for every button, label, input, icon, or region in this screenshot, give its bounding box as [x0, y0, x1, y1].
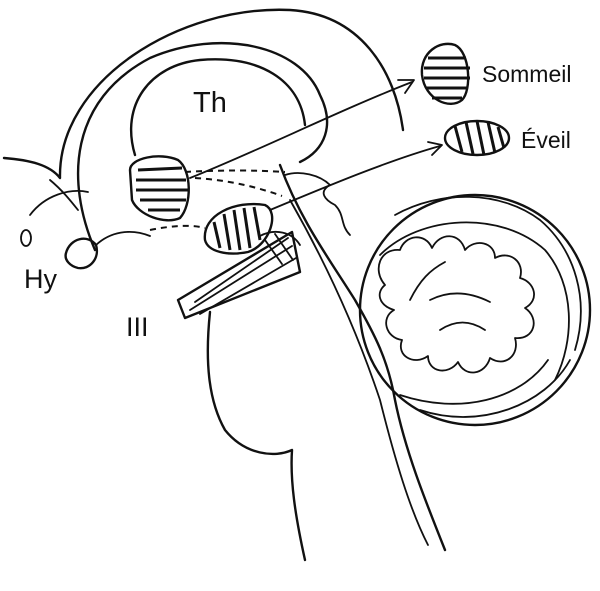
frontal-stroke-2 [49, 179, 79, 211]
label-oculomotor: III [126, 312, 149, 342]
thalamus-arch [129, 58, 307, 157]
ventricle-curl [284, 172, 351, 236]
label-wake: Éveil [521, 127, 571, 153]
brainstem-right [278, 163, 447, 552]
small-oval [20, 229, 32, 247]
cortex-outline [2, 8, 405, 180]
dashed-tract-1 [184, 169, 286, 173]
hypothalamus-shape [64, 237, 99, 270]
oculomotor-nerve [176, 230, 302, 320]
hatched-nucleus-left [128, 155, 190, 222]
arrowhead-sleep [397, 79, 415, 94]
brainstem-inner [289, 199, 429, 546]
arrowhead-wake [427, 141, 443, 156]
label-sleep: Sommeil [482, 61, 571, 87]
hatched-nucleus-center [203, 202, 274, 255]
dashed-tract-2 [194, 177, 283, 197]
hypothalamus-stalk [95, 231, 151, 246]
inner-arch [76, 41, 329, 252]
cerebellum [358, 193, 592, 427]
sleep-center-icon [420, 42, 470, 105]
label-hypothalamus: Hy [24, 264, 57, 294]
label-thalamus: Th [193, 87, 227, 119]
arrow-to-sleep [189, 81, 413, 179]
brainstem-left [206, 310, 307, 562]
frontal-stroke-1 [29, 190, 89, 216]
dashed-tract-3 [149, 224, 206, 231]
wake-center-icon [443, 119, 511, 157]
